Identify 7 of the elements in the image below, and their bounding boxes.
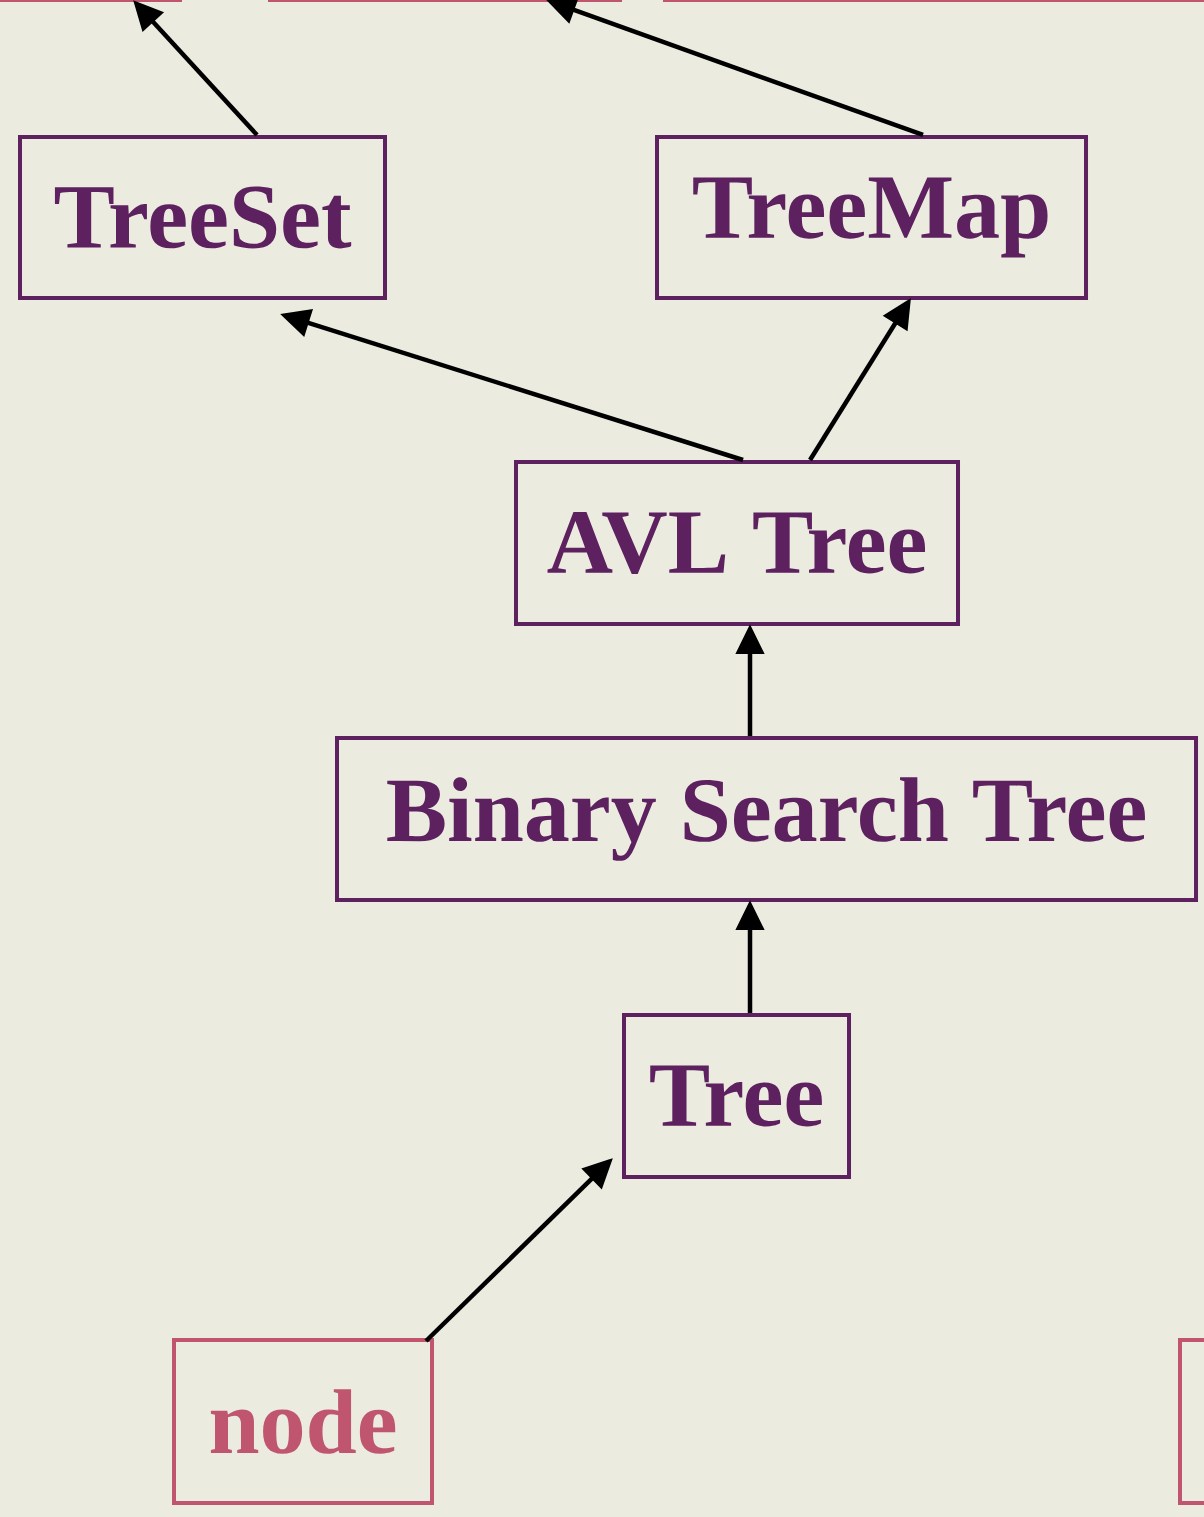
class-box: Binary Search Tree xyxy=(335,736,1198,902)
class-box: TreeMap xyxy=(655,135,1088,300)
class-box: node xyxy=(172,1338,434,1505)
cut-off-box xyxy=(1178,1338,1204,1505)
class-box: TreeSet xyxy=(18,135,387,300)
class-box: Tree xyxy=(622,1013,851,1179)
class-box: AVL Tree xyxy=(514,460,960,626)
